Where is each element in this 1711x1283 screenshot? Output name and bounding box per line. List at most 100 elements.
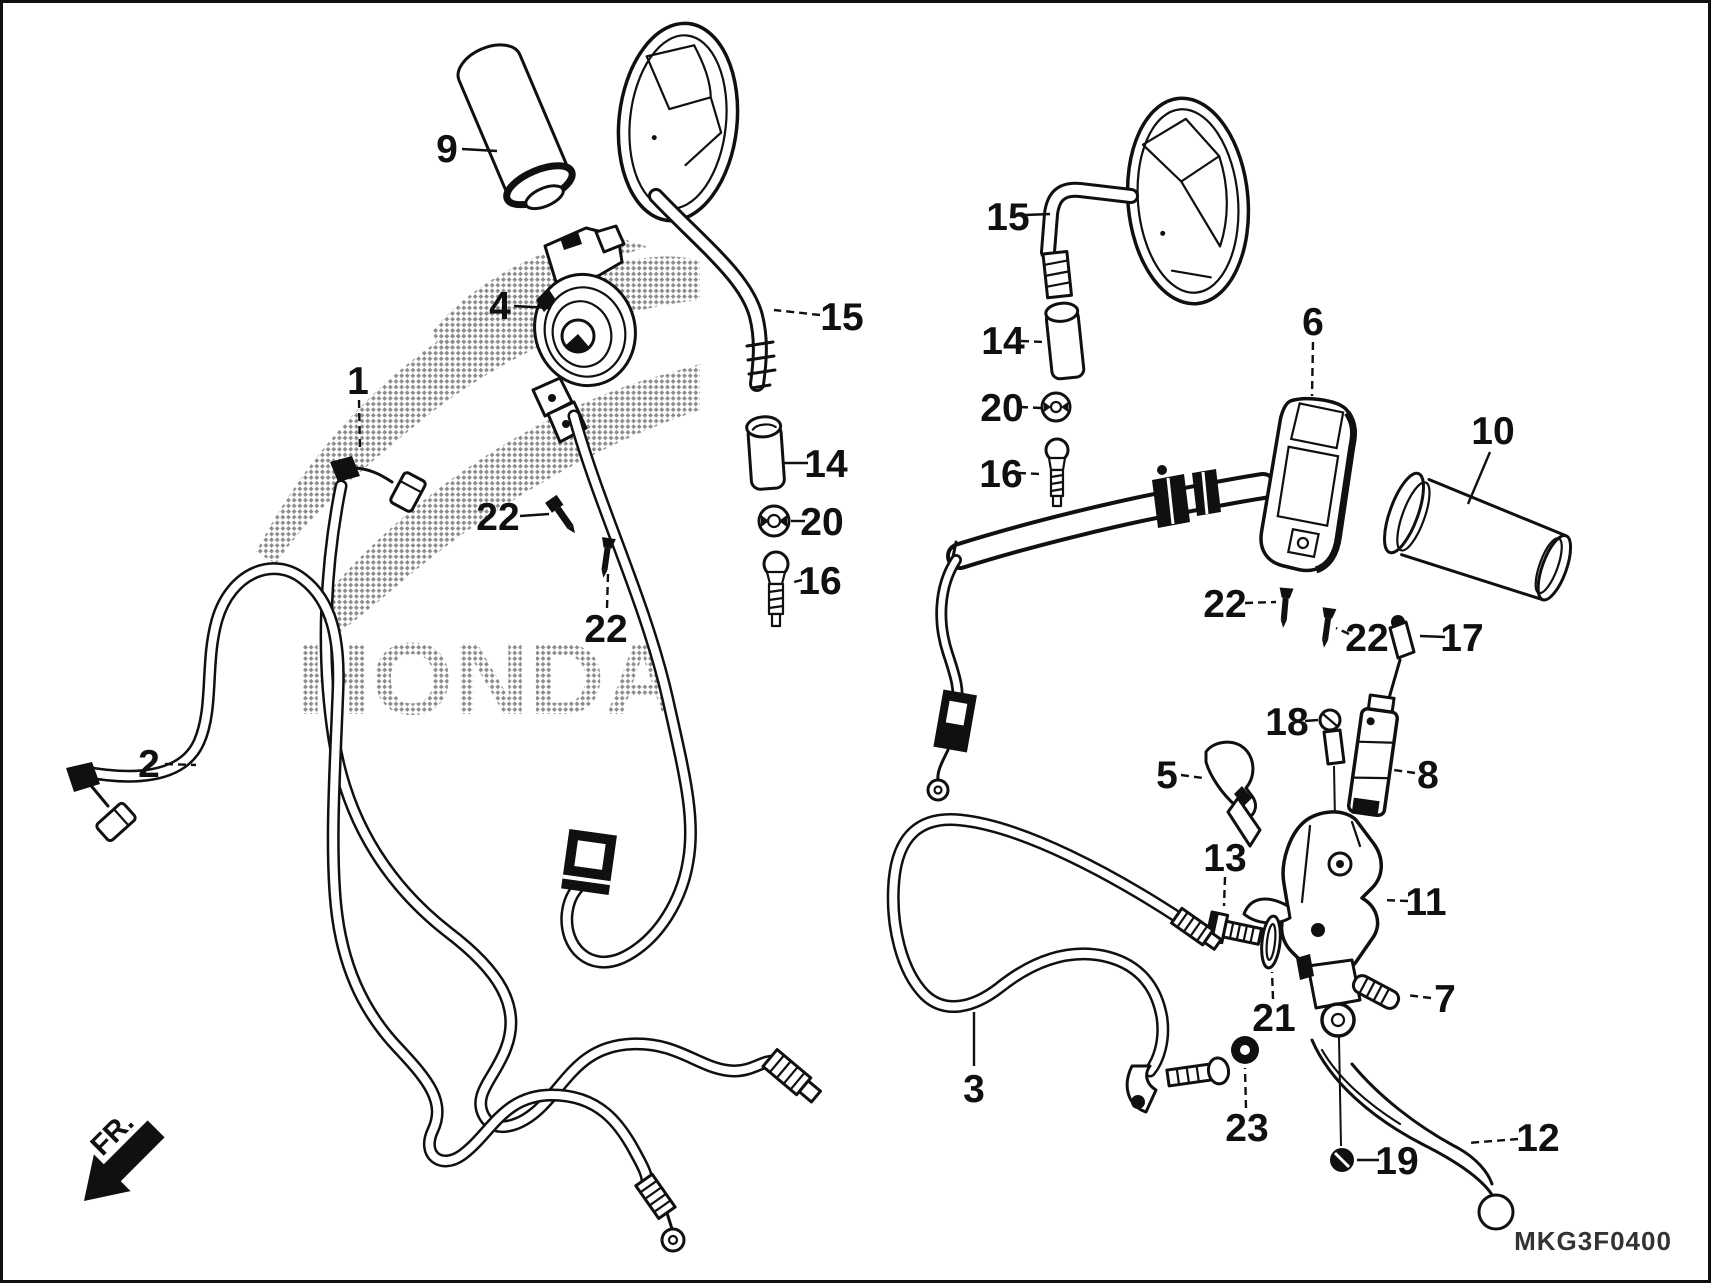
- leader-line-22: [1335, 626, 1350, 636]
- part-label-12: 12: [1516, 1117, 1559, 1160]
- part-label-7: 7: [1434, 978, 1456, 1021]
- spring-pin-7: [1351, 974, 1401, 1010]
- right-harness-connector: [933, 689, 977, 753]
- part-label-5: 5: [1156, 754, 1178, 797]
- part-label-4: 4: [489, 285, 511, 328]
- nut-20-left: [757, 504, 791, 538]
- part-label-22: 22: [1345, 617, 1388, 660]
- diagram-part-code: MKG3F0400: [1514, 1226, 1672, 1256]
- part-label-17: 17: [1440, 617, 1483, 660]
- part-label-2: 2: [138, 743, 160, 786]
- front-direction-marker: FR.: [83, 1106, 165, 1202]
- nut-23: [1231, 1036, 1259, 1064]
- honda-watermark-text: HONDA: [296, 622, 681, 736]
- throttle-cable-b: [66, 569, 686, 1253]
- throttle-cable-a: [326, 456, 822, 1127]
- leader-line-10: [1466, 451, 1492, 505]
- nut-20-right: [1040, 391, 1072, 423]
- leader-line-20: [1019, 405, 1042, 410]
- cap-14-left: [745, 415, 786, 491]
- screw-22-right-b: [1322, 607, 1337, 648]
- left-switch-harness: [561, 416, 690, 962]
- right-harness: [926, 560, 977, 802]
- part-label-10: 10: [1471, 410, 1514, 453]
- leader-line-21: [1270, 971, 1275, 1000]
- right-mirror: [1041, 96, 1251, 306]
- part-label-1: 1: [347, 360, 369, 403]
- part-label-3: 3: [963, 1068, 985, 1111]
- harness-connector: [561, 828, 617, 896]
- handlebar: [950, 465, 1263, 574]
- part-label-15: 15: [820, 296, 863, 339]
- leader-line-13: [1222, 876, 1227, 907]
- leader-line-23: [1243, 1067, 1248, 1109]
- left-mirror-stem-threads: [745, 340, 777, 390]
- cap-14-right: [1044, 301, 1086, 381]
- leader-line-8: [1393, 768, 1416, 775]
- part-label-22: 22: [1203, 583, 1246, 626]
- leader-line-22: [519, 512, 550, 518]
- part-label-14: 14: [981, 320, 1025, 363]
- leader-line-5: [1180, 773, 1204, 780]
- part-label-16: 16: [979, 453, 1022, 496]
- screw-19: [1330, 1148, 1354, 1172]
- part-label-22: 22: [476, 496, 519, 539]
- leader-line-7: [1405, 993, 1432, 1000]
- leader-line-4: [513, 304, 552, 310]
- leader-line-17: [1419, 634, 1446, 639]
- part-label-16: 16: [798, 560, 841, 603]
- leader-line-1: [357, 399, 362, 453]
- right-mirror-stem-threads: [1041, 249, 1073, 300]
- cable-a-upper-end: [330, 456, 427, 513]
- adjuster-16-left: [762, 550, 790, 628]
- part-label-14: 14: [804, 443, 848, 486]
- leader-line-22: [605, 573, 610, 609]
- part-label-11: 11: [1405, 881, 1446, 924]
- part-label-20: 20: [980, 387, 1023, 430]
- leader-line-12: [1467, 1137, 1519, 1145]
- part-label-22: 22: [584, 608, 627, 651]
- part-label-18: 18: [1265, 701, 1308, 744]
- part-label-15: 15: [986, 196, 1029, 239]
- leader-line-18: [1304, 718, 1319, 723]
- part-label-23: 23: [1225, 1107, 1268, 1150]
- left-mirror: [616, 21, 777, 390]
- part-label-13: 13: [1203, 837, 1246, 880]
- leader-line-9: [461, 147, 498, 153]
- clutch-cable-3: [893, 820, 1231, 1114]
- leader-line-11: [1381, 898, 1409, 903]
- leader-line-16: [789, 578, 803, 585]
- leader-line-22: [1244, 600, 1277, 605]
- cable-3-adjuster: [1170, 906, 1223, 951]
- brake-lever-12: [1310, 1002, 1515, 1231]
- lever-bracket-11: [1242, 810, 1383, 1010]
- cable-a-lower-end-fitting: [761, 1048, 822, 1104]
- part-label-20: 20: [800, 501, 843, 544]
- part-label-8: 8: [1417, 754, 1439, 797]
- lever-cover-5: [1204, 740, 1262, 848]
- screw-22-left-b: [601, 537, 616, 578]
- part-label-21: 21: [1252, 997, 1295, 1040]
- left-grip: [456, 43, 576, 211]
- part-label-6: 6: [1302, 301, 1324, 344]
- part-label-9: 9: [436, 128, 458, 171]
- right-switch-housing: [1259, 396, 1358, 574]
- cable-b-lower-end-fitting: [634, 1172, 686, 1253]
- cable-3-elbow: [1125, 1056, 1231, 1114]
- leader-line-15: [773, 308, 821, 317]
- leader-line-15: [1024, 212, 1051, 217]
- screw-22-left-a: [545, 494, 575, 534]
- front-arrow-icon: [83, 1120, 165, 1202]
- washer-21: [1260, 914, 1282, 970]
- leader-line-2: [164, 762, 197, 767]
- leader-line-6: [1310, 341, 1315, 397]
- part-label-19: 19: [1375, 1140, 1418, 1183]
- leader-line-14: [1020, 339, 1044, 344]
- right-grip: [1383, 471, 1573, 602]
- adjuster-16-right: [1044, 437, 1070, 508]
- switch-block-8: [1346, 693, 1400, 818]
